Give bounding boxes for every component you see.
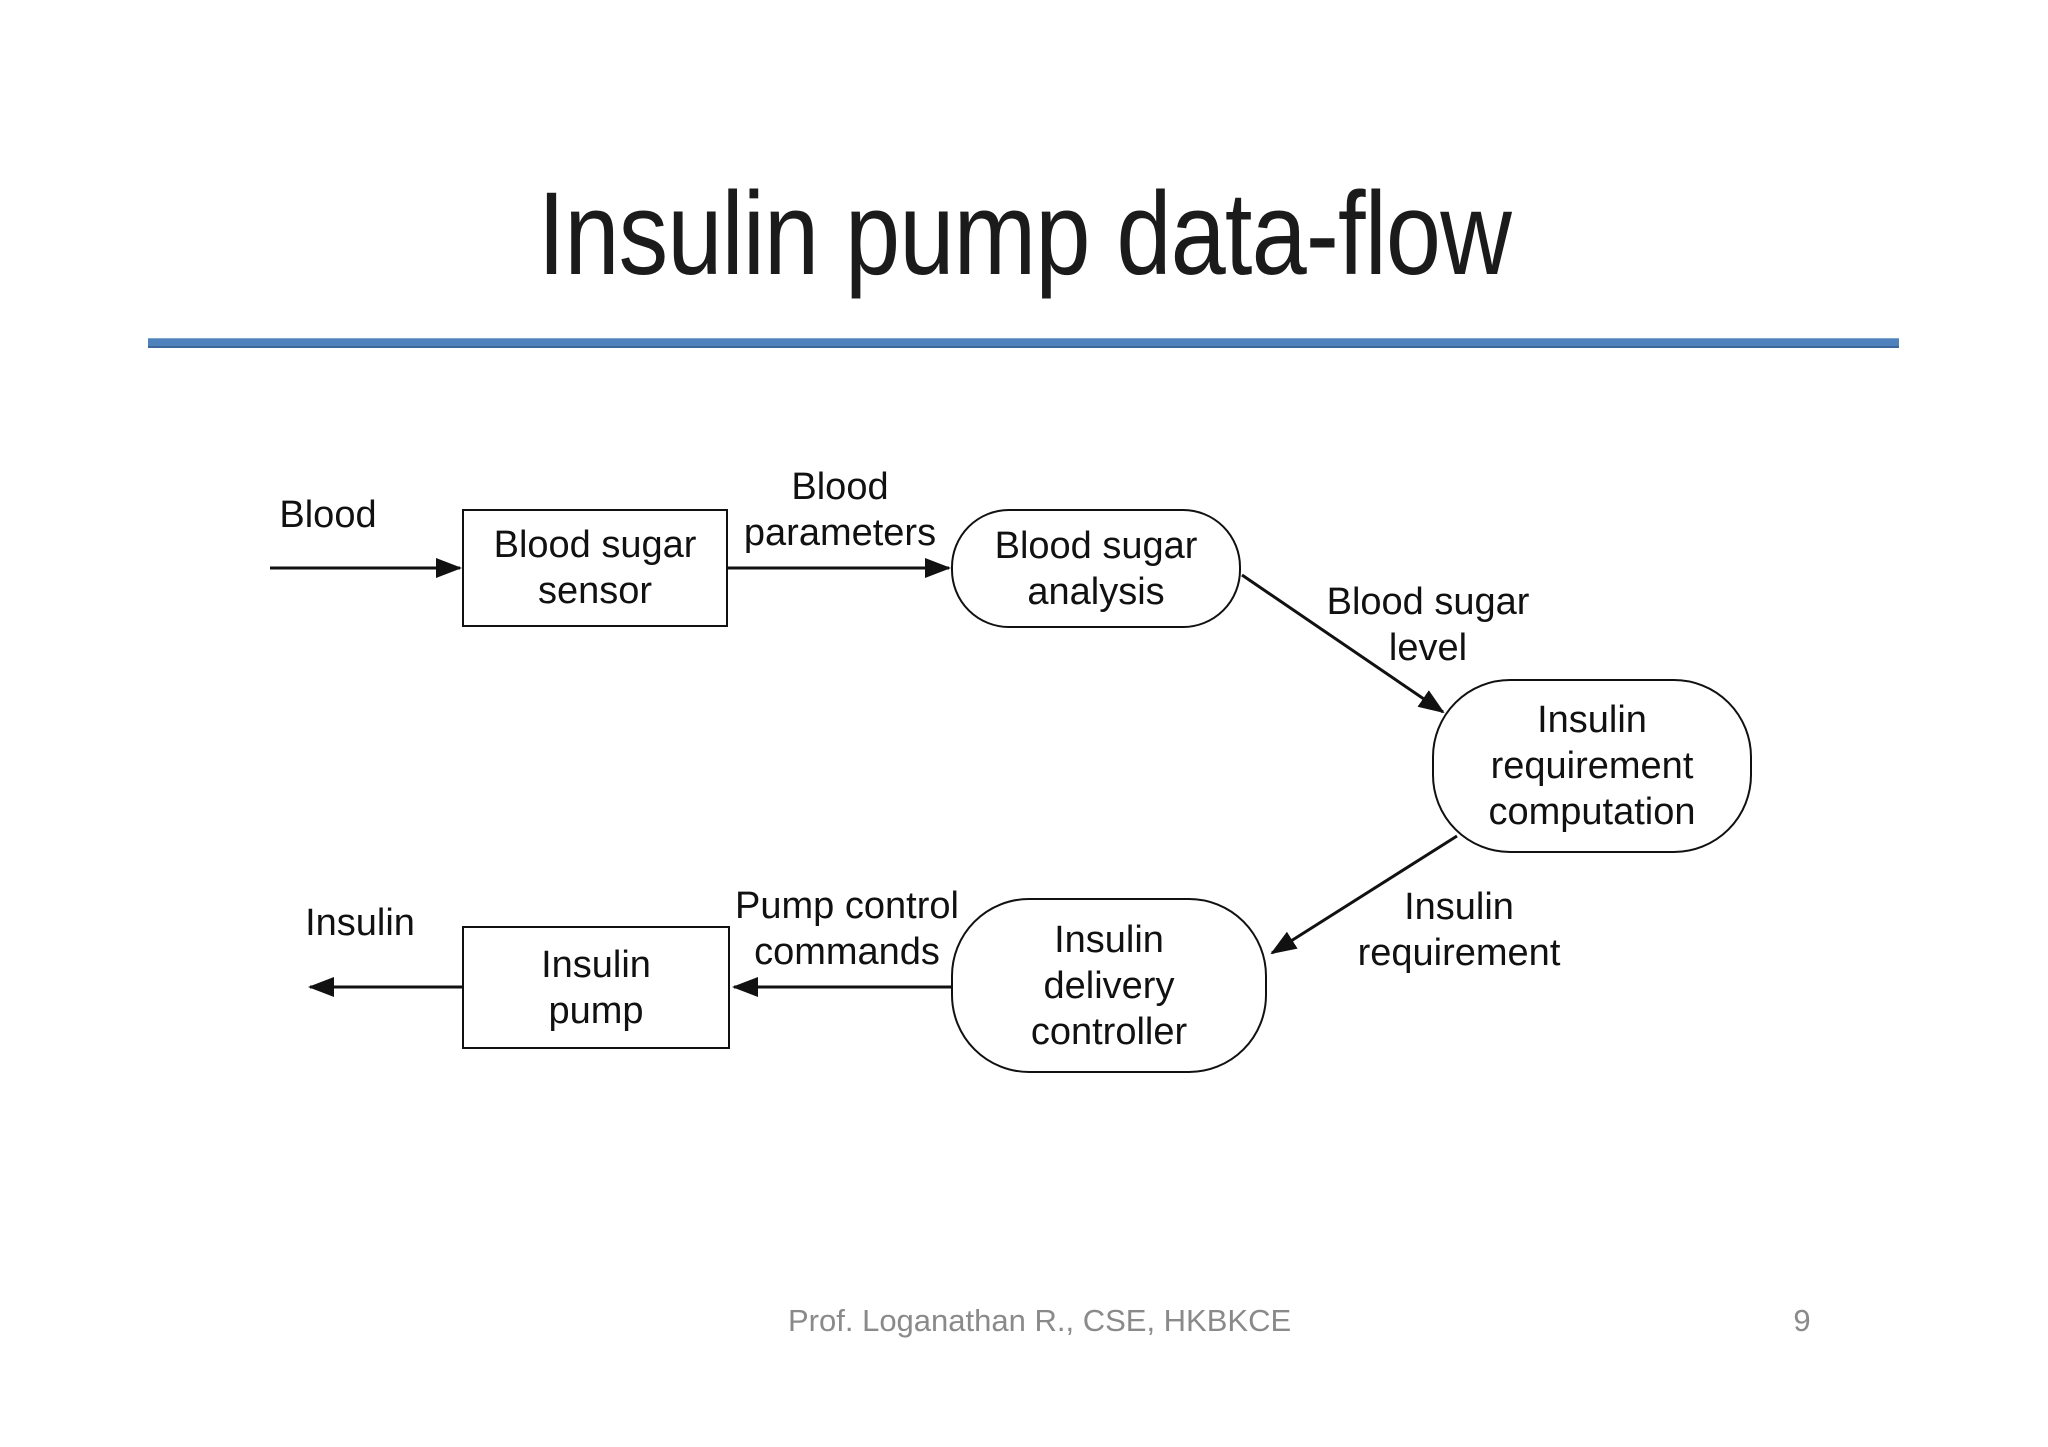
edge-label-insulin-out: Insulin bbox=[305, 902, 415, 944]
node-insulin-requirement-computation: Insulin requirement computation bbox=[1432, 679, 1752, 853]
title-underline-rule bbox=[148, 338, 1899, 348]
node-label-insulin-pump: Insulin pump bbox=[541, 943, 651, 1032]
edge-label-insulin-requirement: Insulin requirement bbox=[1357, 886, 1561, 974]
slide-header: Insulin pump data-flow bbox=[0, 168, 2048, 300]
edge-blood-sugar-level-arrow bbox=[1241, 573, 1445, 714]
edge-label-pump-control-commands: Pump control commands bbox=[735, 885, 959, 973]
node-blood-sugar-analysis: Blood sugar analysis bbox=[951, 509, 1241, 628]
node-label-blood-sugar-sensor: Blood sugar sensor bbox=[493, 524, 697, 612]
node-blood-sugar-sensor: Blood sugar sensor bbox=[462, 509, 728, 627]
page-number: 9 bbox=[1793, 1303, 1811, 1338]
edge-label-blood-sugar-level: Blood sugar level bbox=[1326, 581, 1530, 669]
edge-insulin-requirement-arrow bbox=[1270, 834, 1458, 955]
footer-author: Prof. Loganathan R., CSE, HKBKCE bbox=[788, 1303, 1292, 1338]
node-label-blood-sugar-analysis: Blood sugar analysis bbox=[994, 524, 1198, 613]
node-insulin-delivery-controller: Insulin delivery controller bbox=[951, 898, 1267, 1073]
node-label-insulin-delivery-controller: Insulin delivery controller bbox=[1030, 918, 1188, 1053]
edge-label-blood-parameters: Blood parameters bbox=[743, 466, 937, 554]
node-label-insulin-requirement-computation: Insulin requirement computation bbox=[1488, 699, 1696, 833]
edge-label-blood: Blood bbox=[279, 494, 377, 536]
page-title: Insulin pump data-flow bbox=[537, 168, 1511, 300]
node-insulin-pump: Insulin pump bbox=[462, 926, 730, 1049]
